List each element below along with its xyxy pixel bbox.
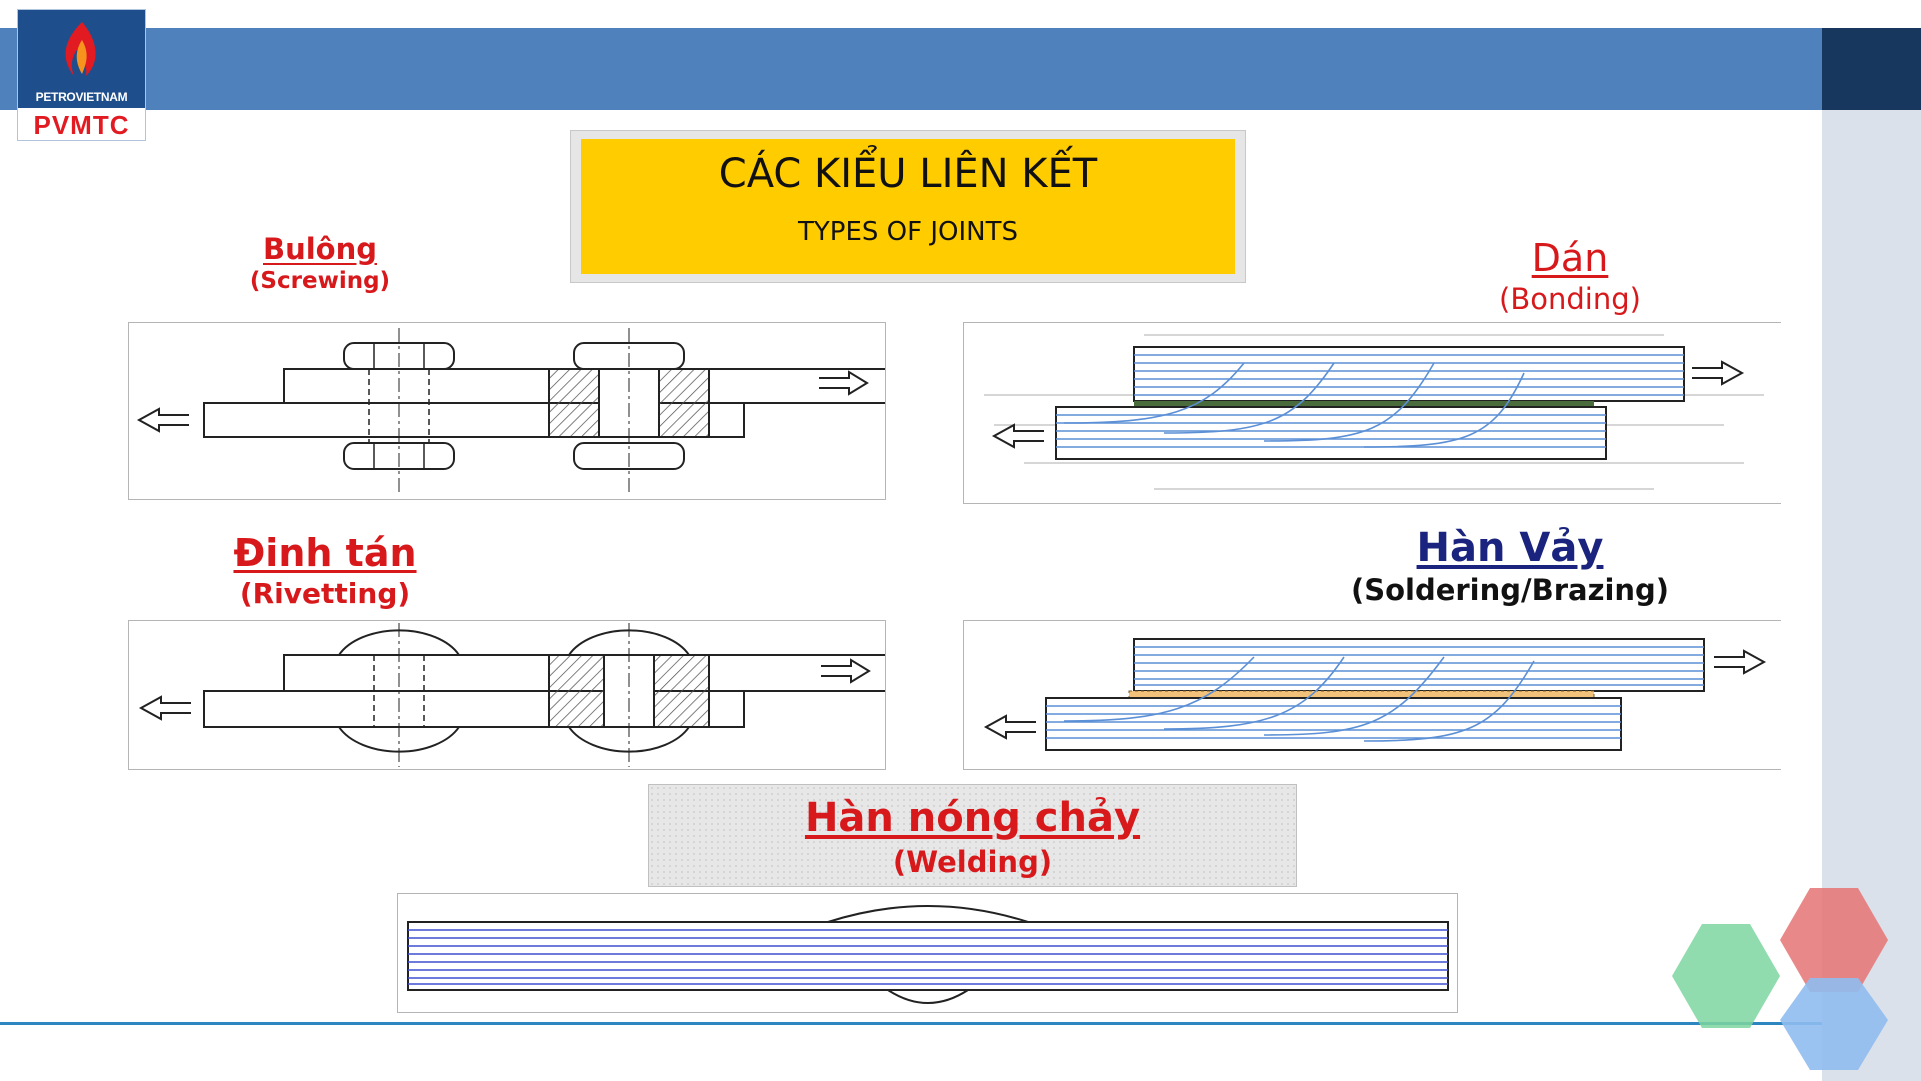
arrow-left-icon [139,409,189,431]
decorative-hexagons [1670,880,1910,1080]
screwing-label-group: Bulông (Screwing) [220,232,420,294]
header-bar-accent [1822,28,1921,110]
welding-diagram [397,893,1458,1013]
soldering-sublabel: (Soldering/Brazing) [1300,573,1720,607]
bonding-diagram [963,322,1781,504]
logo-brand-text: PETROVIETNAM [18,90,145,104]
welding-label: Hàn nóng chảy [649,795,1296,841]
arrow-left-icon [994,425,1044,447]
bolted-joint-drawing [129,323,885,499]
welded-joint-drawing [398,894,1457,1012]
flame-icon [52,18,112,86]
hexagon-green-icon [1672,924,1780,1028]
bonded-joint-drawing [964,323,1780,503]
rivetting-diagram [128,620,886,770]
bonding-label-group: Dán (Bonding) [1440,236,1700,316]
arrow-left-icon [141,697,191,719]
arrow-right-icon [1714,651,1764,673]
logo-name: PVMTC [18,110,145,140]
title-frame: CÁC KIỂU LIÊN KẾT TYPES OF JOINTS [570,130,1246,283]
arrow-left-icon [986,716,1036,738]
bonding-sublabel: (Bonding) [1440,282,1700,316]
hexagon-blue-icon [1780,978,1888,1070]
soldering-label-group: Hàn Vảy (Soldering/Brazing) [1300,525,1720,607]
screwing-diagram [128,322,886,500]
screwing-label: Bulông [220,232,420,266]
arrow-right-icon [1692,362,1742,384]
footer-line [0,1022,1822,1025]
page-subtitle: TYPES OF JOINTS [581,217,1235,247]
soldering-diagram [963,620,1781,770]
welding-label-box: Hàn nóng chảy (Welding) [648,784,1297,887]
screwing-sublabel: (Screwing) [220,268,420,294]
soldered-joint-drawing [964,621,1780,769]
title-box: CÁC KIỂU LIÊN KẾT TYPES OF JOINTS [581,139,1235,274]
bonding-label: Dán [1440,236,1700,280]
soldering-label: Hàn Vảy [1300,525,1720,571]
welding-sublabel: (Welding) [649,845,1296,879]
header-bar [0,28,1822,110]
page-title: CÁC KIỂU LIÊN KẾT [581,151,1235,197]
hexagon-red-icon [1780,888,1888,992]
rivetting-label-group: Đinh tán (Rivetting) [190,531,460,610]
company-logo: PETROVIETNAM PVMTC [17,9,146,141]
rivetting-sublabel: (Rivetting) [190,577,460,610]
logo-emblem: PETROVIETNAM [18,10,145,108]
rivetting-label: Đinh tán [190,531,460,575]
riveted-joint-drawing [129,621,885,769]
